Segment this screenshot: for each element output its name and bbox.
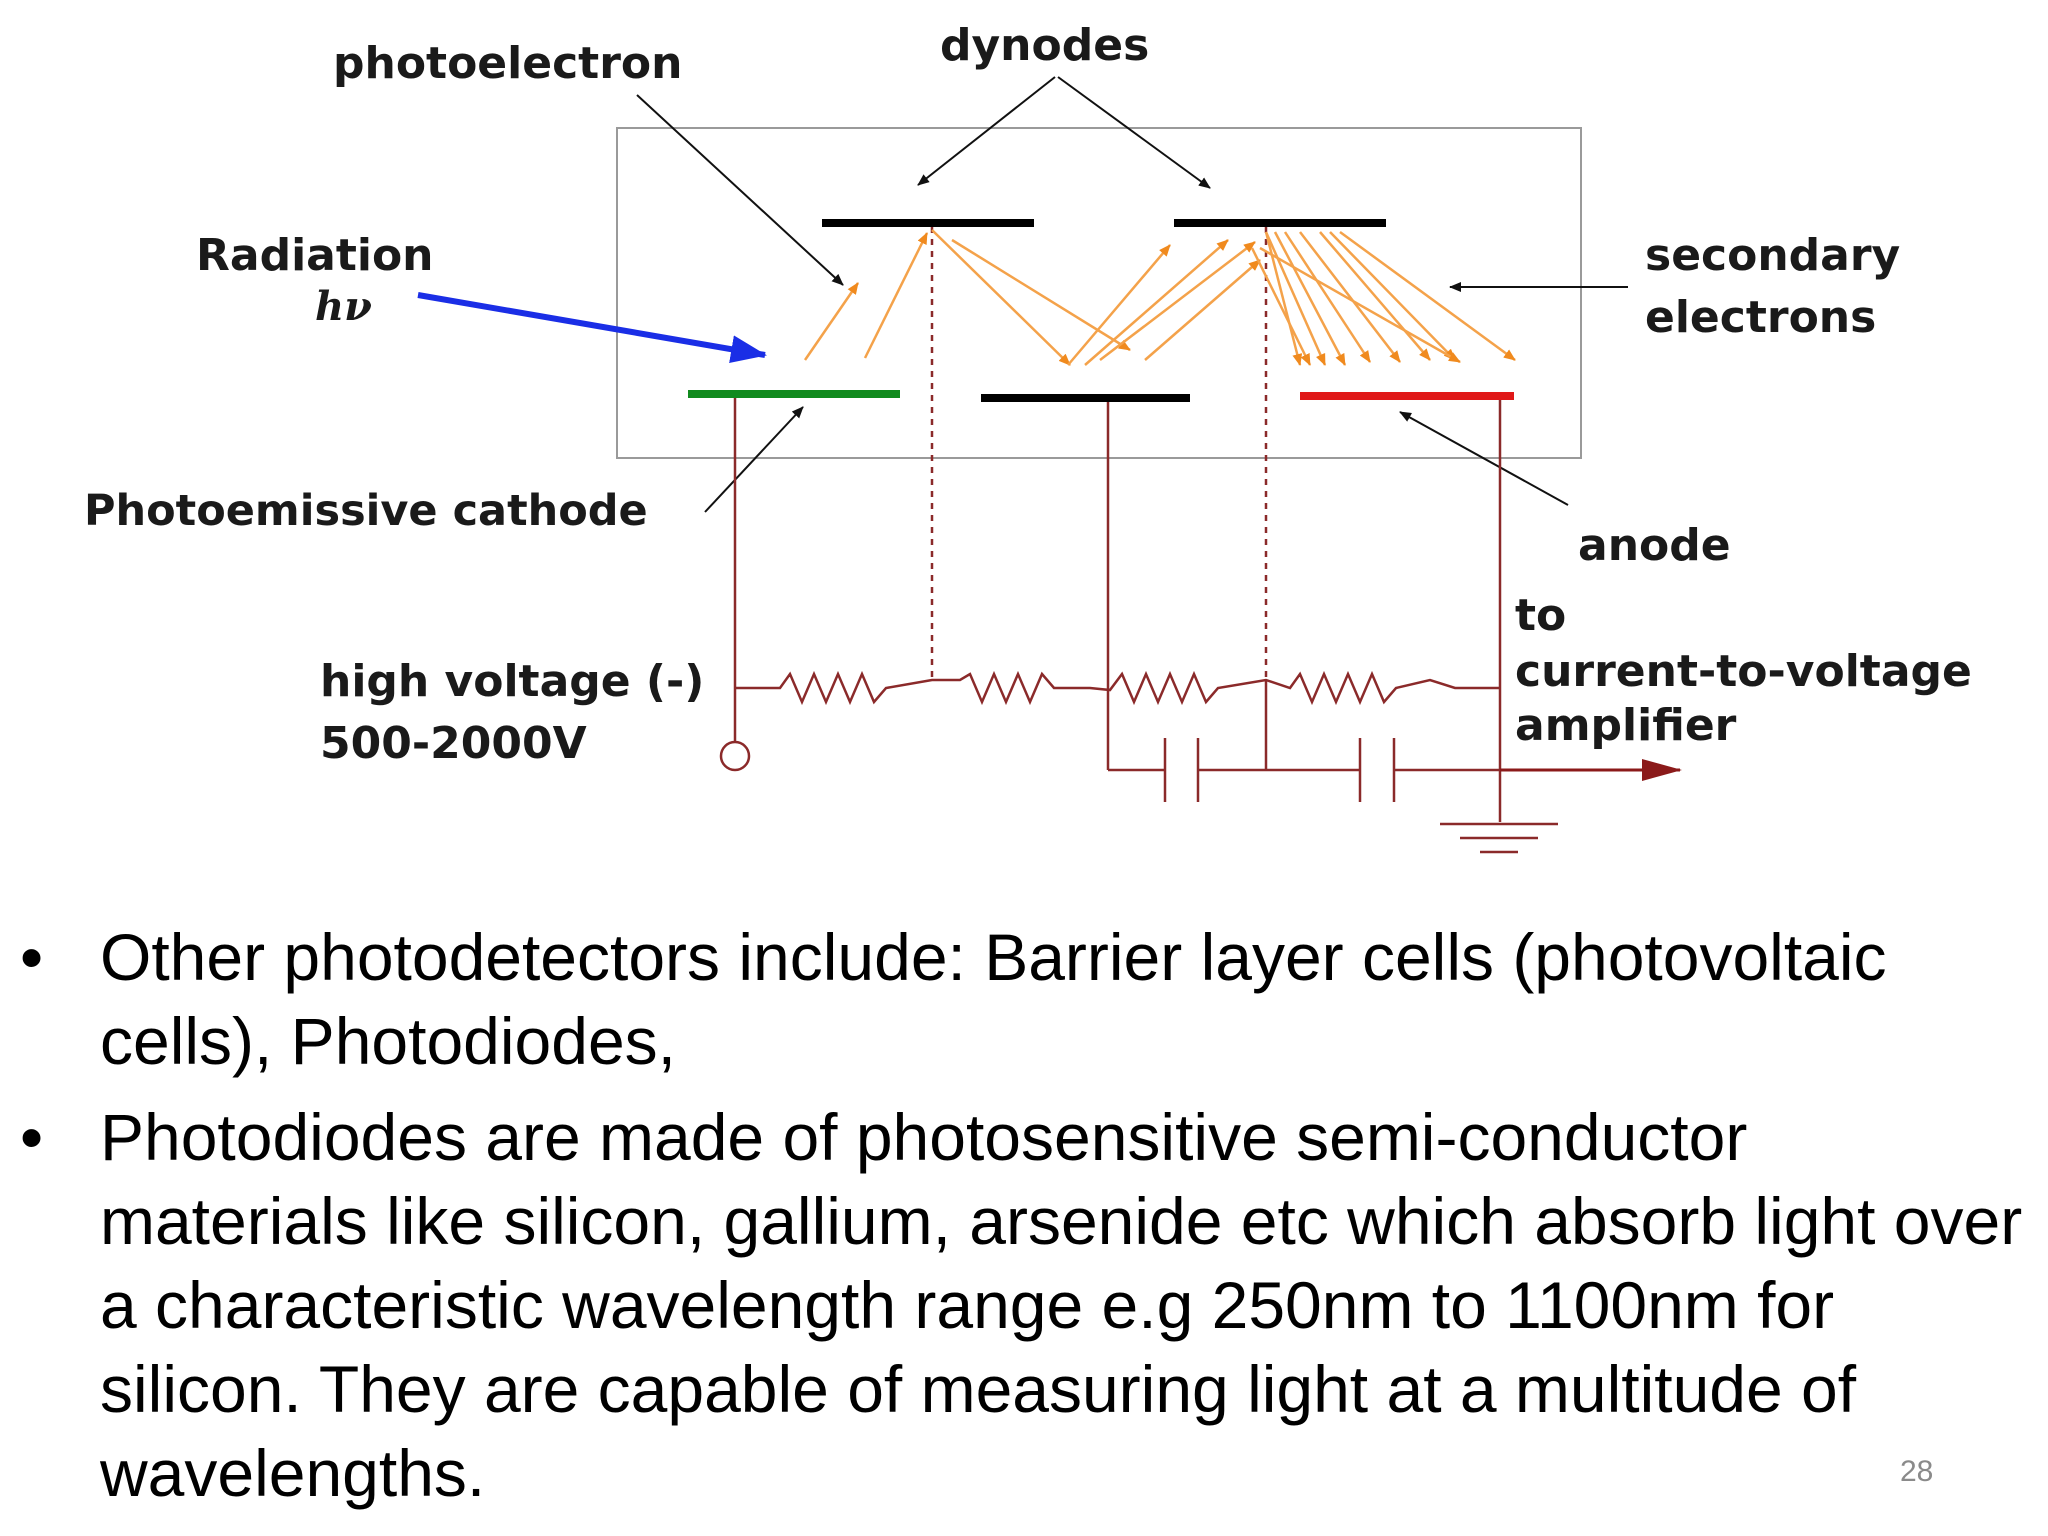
label-secondary: secondary [1645, 230, 1900, 281]
bullet-item: • Other photodetectors include: Barrier … [20, 915, 2030, 1083]
bullet-item: • Photodiodes are made of photosensitive… [20, 1095, 2030, 1515]
slide-number: 28 [1900, 1455, 1934, 1488]
label-photoelectron: photoelectron [333, 38, 682, 89]
label-amplifier: amplifier [1515, 700, 1737, 751]
label-pointers [636, 76, 1628, 513]
resistor-chain [735, 670, 1500, 706]
label-current-to-voltage: current-to-voltage [1515, 646, 1972, 697]
hv-terminal [719, 740, 751, 772]
label-voltage-range: 500-2000V [320, 718, 587, 769]
bullet-text: Other photodetectors include: Barrier la… [100, 920, 1887, 1078]
label-dynodes: dynodes [940, 20, 1149, 71]
bullet-marker: • [20, 1100, 44, 1174]
label-hv: hν [315, 283, 372, 330]
bullet-list: • Other photodetectors include: Barrier … [20, 915, 2030, 1527]
label-high-voltage: high voltage (-) [320, 656, 704, 707]
label-radiation: Radiation [196, 230, 434, 281]
label-electrons: electrons [1645, 292, 1876, 343]
label-to: to [1515, 590, 1566, 641]
label-anode: anode [1578, 520, 1731, 571]
bullet-marker: • [20, 920, 44, 994]
tube-enclosure [616, 127, 1582, 459]
electron-paths [803, 229, 1516, 366]
label-cathode: Photoemissive cathode [84, 486, 648, 536]
circuit [733, 398, 1558, 854]
radiation-arrow [417, 292, 767, 364]
bullet-text: Photodiodes are made of photosensitive s… [100, 1100, 2023, 1510]
